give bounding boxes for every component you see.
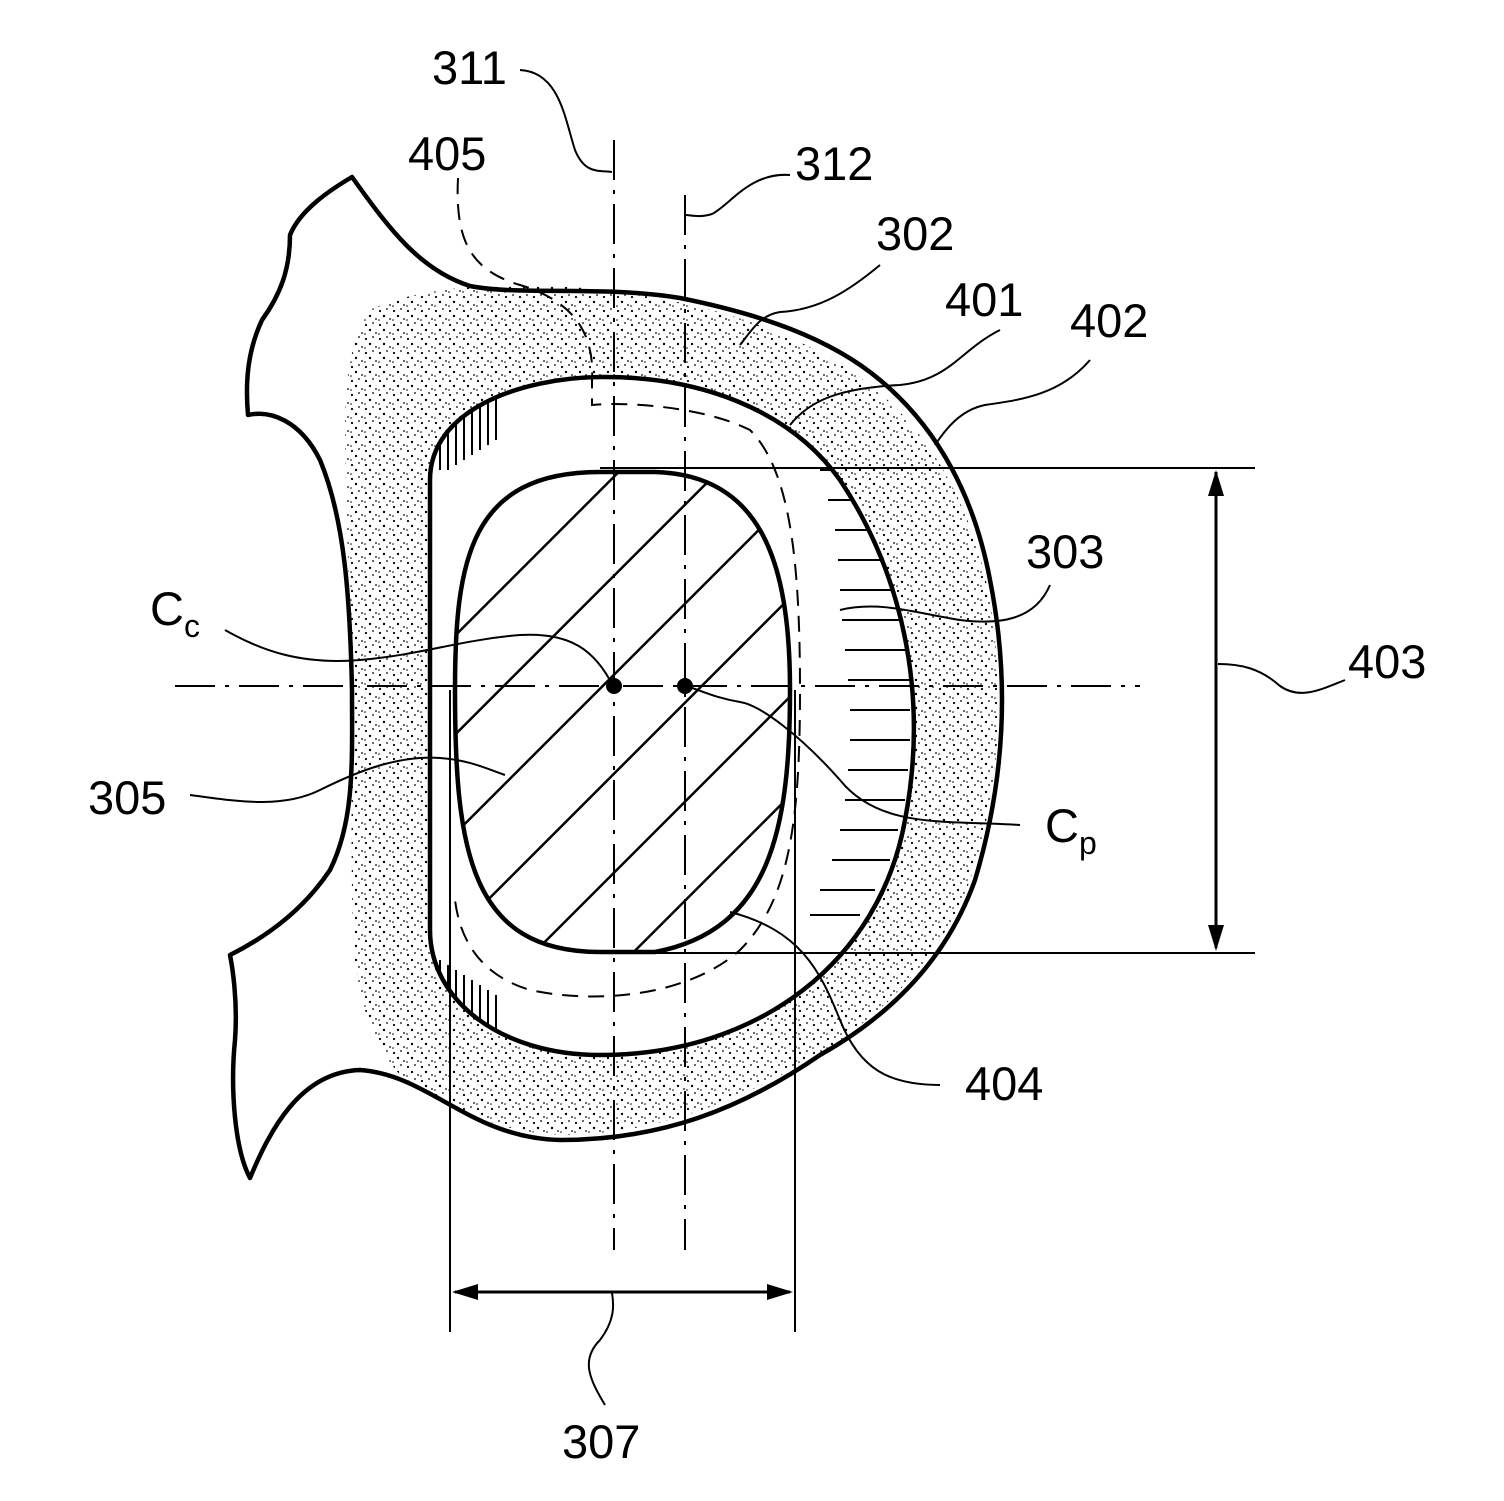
- center-point-cp: [677, 678, 693, 694]
- label-312: 312: [795, 137, 873, 190]
- leader-312: [686, 175, 790, 216]
- dim-307-arrowhead-right: [767, 1284, 793, 1300]
- hatched-region-305: [455, 472, 790, 952]
- label-303: 303: [1026, 525, 1104, 578]
- dim-403-arrowhead-bottom: [1208, 925, 1224, 951]
- leader-311: [520, 70, 612, 172]
- label-404: 404: [965, 1057, 1043, 1110]
- label-cc: Cc: [150, 582, 200, 644]
- label-401: 401: [945, 273, 1023, 326]
- label-305: 305: [88, 771, 166, 824]
- label-307: 307: [562, 1415, 640, 1468]
- label-405: 405: [408, 127, 486, 180]
- label-cp-main: C: [1045, 799, 1079, 852]
- label-311: 311: [432, 41, 507, 94]
- label-cc-sub: c: [184, 608, 200, 644]
- label-402: 402: [1070, 294, 1148, 347]
- label-cp-sub: p: [1079, 825, 1097, 861]
- label-cp: Cp: [1045, 799, 1097, 861]
- leader-307: [589, 1293, 613, 1405]
- label-302: 302: [876, 207, 954, 260]
- label-cc-main: C: [150, 582, 184, 635]
- leader-402: [935, 360, 1090, 445]
- center-point-cc: [606, 678, 622, 694]
- dim-403-arrowhead-top: [1208, 470, 1224, 496]
- leader-403: [1218, 664, 1345, 693]
- dim-307-arrowhead-left: [452, 1284, 478, 1300]
- label-403: 403: [1348, 635, 1426, 688]
